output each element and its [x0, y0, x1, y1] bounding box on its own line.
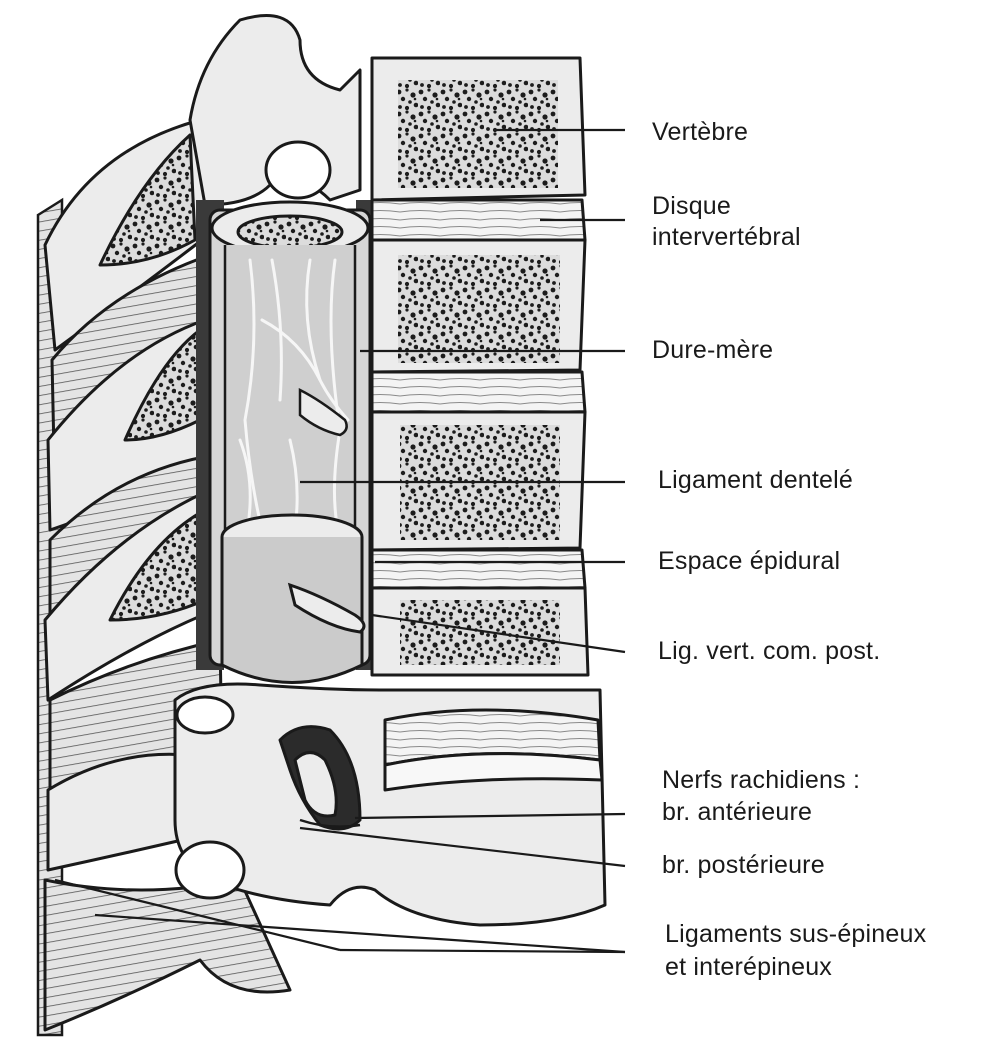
- lower-vertebra: [175, 684, 605, 925]
- label-br-posterieure: br. postérieure: [662, 851, 825, 880]
- label-espace-epidural: Espace épidural: [658, 547, 840, 576]
- label-disque-line2: intervertébral: [652, 223, 801, 252]
- label-br-anterieure: br. antérieure: [662, 798, 812, 827]
- label-vertebre: Vertèbre: [652, 118, 748, 147]
- vertebral-bodies: [372, 58, 588, 675]
- dura-opening: [222, 515, 364, 683]
- label-dure-mere: Dure-mère: [652, 336, 773, 365]
- label-ligaments-line1: Ligaments sus-épineux: [665, 920, 926, 949]
- label-ligament-dentele: Ligament dentelé: [658, 466, 853, 495]
- label-disque-line1: Disque: [652, 192, 731, 221]
- label-lig-vert-com-post: Lig. vert. com. post.: [658, 637, 880, 666]
- label-ligaments-line2: et interépineux: [665, 953, 832, 982]
- label-nerfs-rachidiens: Nerfs rachidiens :: [662, 766, 860, 795]
- upper-articular-mass: [190, 16, 360, 206]
